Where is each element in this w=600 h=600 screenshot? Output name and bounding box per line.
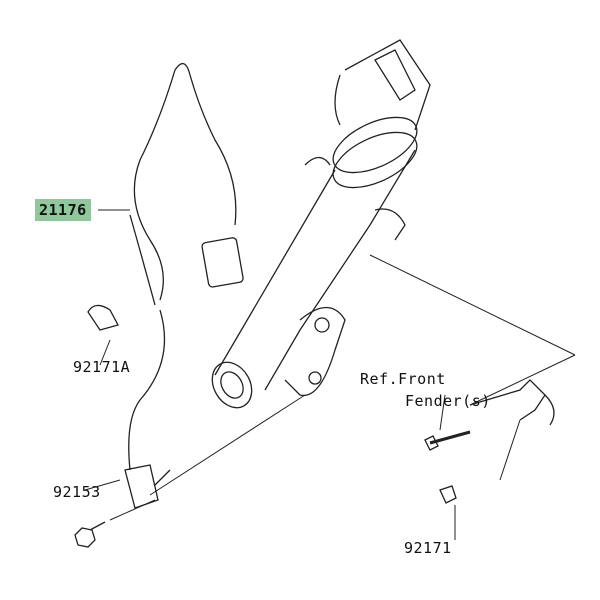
clamp-drawing [87, 304, 119, 331]
sensor-harness-drawing [124, 63, 244, 509]
part-label-92171[interactable]: 92171 [404, 539, 452, 557]
part-label-92171A[interactable]: 92171A [73, 358, 131, 376]
fender-bracket-drawing [424, 379, 555, 504]
reference-label-line2: Fender(s) [405, 392, 491, 410]
leader-lines [84, 209, 576, 540]
part-label-92153[interactable]: 92153 [53, 483, 101, 501]
reference-label-line1: Ref.Front [360, 370, 446, 388]
part-label-21176[interactable]: 21176 [35, 199, 91, 221]
fork-leg-drawing [211, 39, 431, 409]
bolt-92153-drawing [74, 521, 106, 548]
